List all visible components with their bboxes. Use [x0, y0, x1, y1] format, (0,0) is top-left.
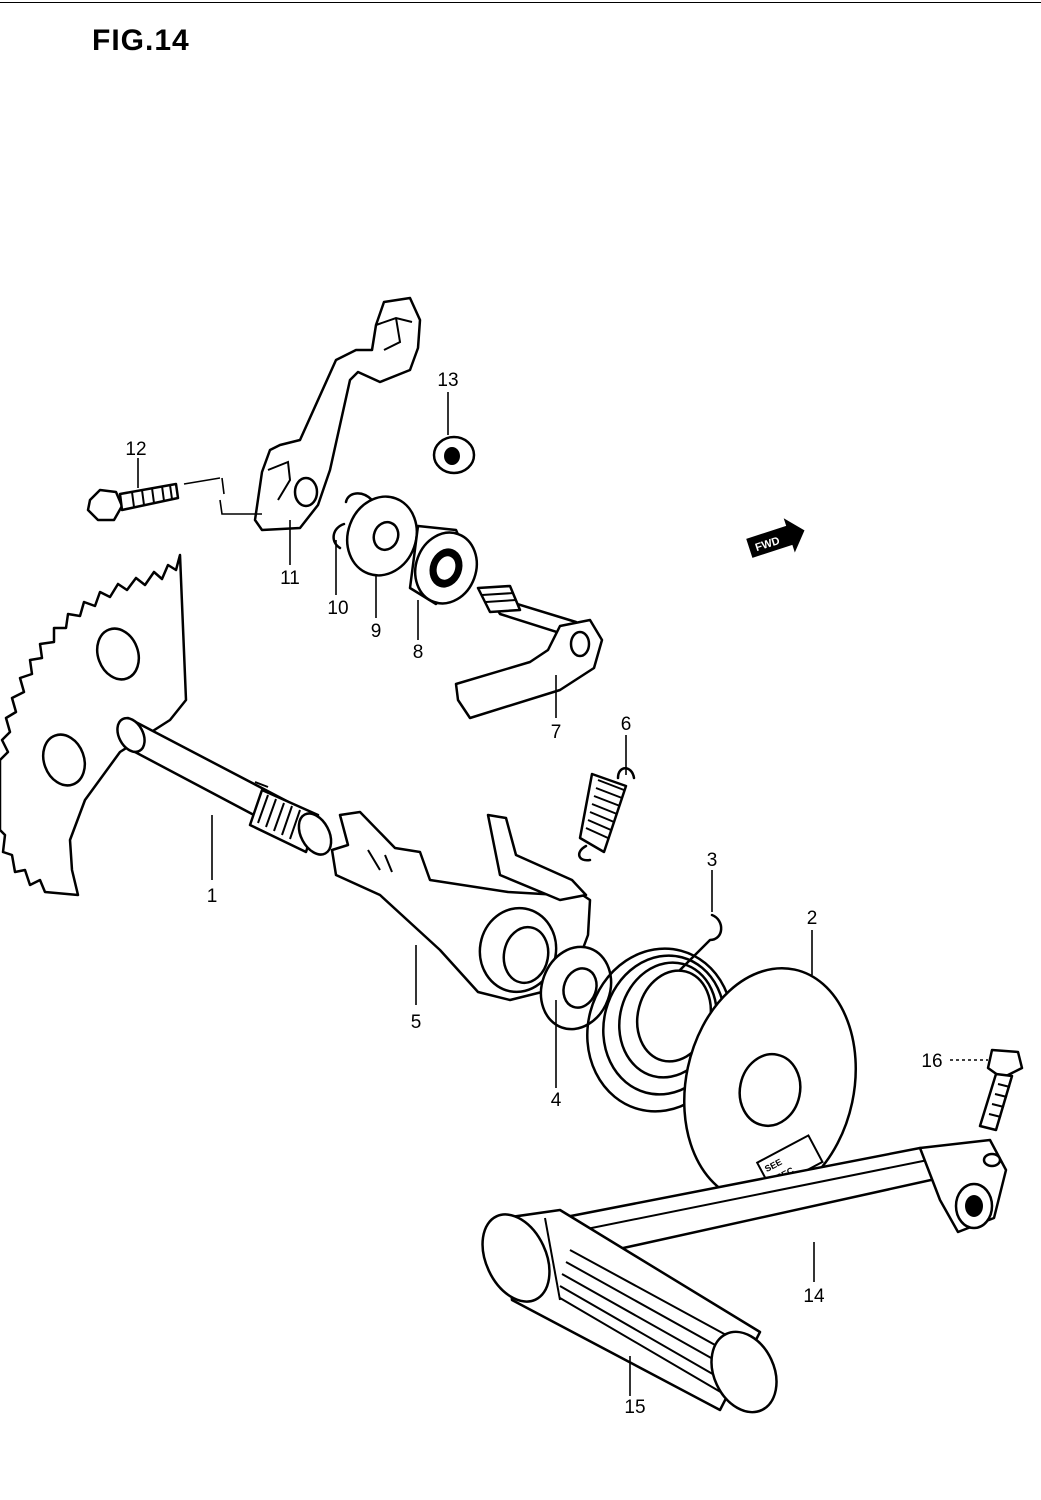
callout-6: 6 [621, 714, 632, 735]
callout-10: 10 [327, 598, 348, 619]
callout-15: 15 [624, 1397, 645, 1418]
bolt-16-part [978, 1048, 1024, 1132]
callout-5: 5 [411, 1012, 422, 1033]
kick-gear-part [0, 553, 333, 897]
cover-disc-2-part: SEE SPEC [683, 967, 857, 1203]
callout-numbers: 1 2 3 4 5 6 7 8 9 10 11 12 13 14 15 16 [125, 370, 942, 1418]
bushing-8-part [408, 524, 479, 606]
callout-9: 9 [371, 621, 382, 642]
callout-8: 8 [413, 642, 424, 663]
callout-7: 7 [551, 722, 562, 743]
grip-15-part [481, 1208, 778, 1414]
nut-13-part [432, 435, 476, 475]
leader-lines [137, 392, 988, 1396]
guide-plate-5-part [330, 810, 592, 1002]
callout-16: 16 [921, 1051, 942, 1072]
guide-bracket-part [253, 296, 422, 532]
callout-14: 14 [803, 1286, 825, 1307]
washer-4-part [539, 945, 613, 1031]
callout-4: 4 [551, 1090, 562, 1111]
callout-2: 2 [807, 908, 818, 929]
fwd-direction-arrow: FWD [746, 518, 805, 558]
bolt-12-part [86, 477, 262, 522]
callout-12: 12 [125, 439, 146, 460]
callout-11: 11 [280, 568, 300, 589]
washer-9-part [345, 495, 419, 577]
circlip-10-part [332, 492, 374, 550]
top-border-line [0, 2, 1041, 3]
callout-1: 1 [207, 886, 218, 907]
spring-6-part [578, 767, 636, 862]
callout-13: 13 [437, 370, 458, 391]
lever-7-part [454, 584, 604, 720]
callout-3: 3 [707, 850, 718, 871]
figure-title: FIG.14 [92, 24, 190, 57]
